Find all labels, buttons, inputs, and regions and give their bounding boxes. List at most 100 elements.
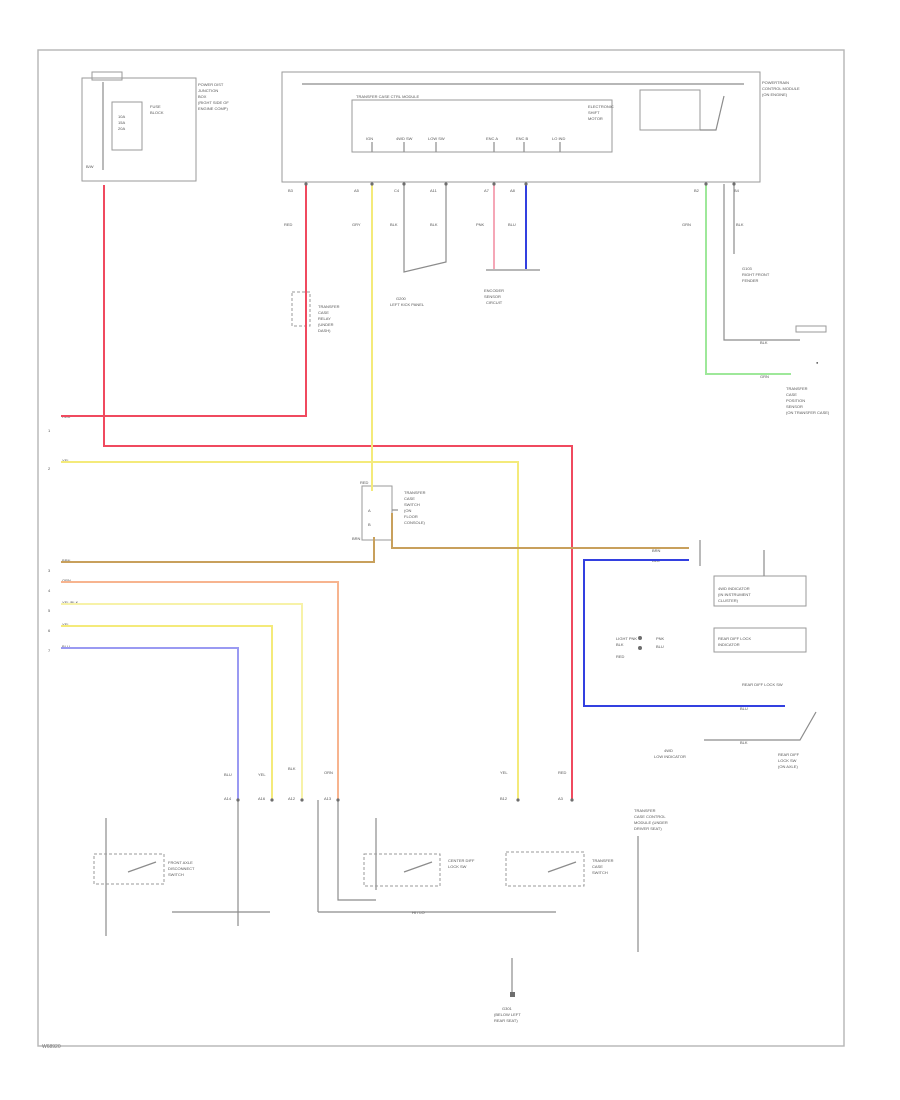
svg-text:BLU: BLU bbox=[62, 644, 70, 649]
svg-text:DISCONNECT: DISCONNECT bbox=[168, 866, 195, 871]
svg-text:RIGHT FRONT: RIGHT FRONT bbox=[742, 272, 770, 277]
svg-text:BLU: BLU bbox=[508, 222, 516, 227]
svg-text:BLK: BLK bbox=[760, 340, 768, 345]
svg-text:POWERTRAIN: POWERTRAIN bbox=[762, 80, 789, 85]
svg-text:BRN: BRN bbox=[352, 536, 361, 541]
svg-text:YEL: YEL bbox=[62, 622, 70, 627]
connector-dots bbox=[236, 182, 736, 802]
svg-text:CONTROL MODULE: CONTROL MODULE bbox=[762, 86, 800, 91]
svg-text:MOTOR: MOTOR bbox=[588, 116, 603, 121]
svg-text:LOW INDICATOR: LOW INDICATOR bbox=[654, 754, 686, 759]
svg-text:CASE: CASE bbox=[404, 496, 415, 501]
svg-text:(IN INSTRUMENT: (IN INSTRUMENT bbox=[718, 592, 751, 597]
svg-text:YEL: YEL bbox=[500, 770, 508, 775]
svg-text:(ON: (ON bbox=[404, 508, 411, 513]
svg-text:SWITCH: SWITCH bbox=[168, 872, 184, 877]
svg-text:CLUSTER): CLUSTER) bbox=[718, 598, 739, 603]
svg-text:CENTER DIFF: CENTER DIFF bbox=[448, 858, 475, 863]
svg-text:FUSE: FUSE bbox=[150, 104, 161, 109]
svg-text:BLU: BLU bbox=[656, 644, 664, 649]
svg-text:CASE CONTROL: CASE CONTROL bbox=[634, 814, 666, 819]
svg-text:FRONT AXLE: FRONT AXLE bbox=[168, 860, 193, 865]
svg-text:A5: A5 bbox=[354, 188, 360, 193]
svg-text:YEL/BLK: YEL/BLK bbox=[62, 600, 79, 605]
svg-text:LIGHT PNK: LIGHT PNK bbox=[616, 636, 637, 641]
svg-text:(ON ENGINE): (ON ENGINE) bbox=[762, 92, 788, 97]
wire-red-module bbox=[61, 183, 307, 417]
svg-text:A12: A12 bbox=[288, 796, 296, 801]
svg-text:3: 3 bbox=[48, 568, 51, 573]
svg-text:7: 7 bbox=[48, 648, 51, 653]
svg-text:POSITION: POSITION bbox=[786, 398, 805, 403]
wire-lavender bbox=[61, 647, 239, 799]
svg-text:●: ● bbox=[816, 360, 819, 365]
svg-text:BLU: BLU bbox=[224, 772, 232, 777]
svg-text:SWITCH: SWITCH bbox=[404, 502, 420, 507]
svg-text:ORN: ORN bbox=[62, 578, 71, 583]
svg-text:REAR SEAT): REAR SEAT) bbox=[494, 1018, 518, 1023]
svg-text:IGN: IGN bbox=[366, 136, 373, 141]
svg-text:(RIGHT SIDE OF: (RIGHT SIDE OF bbox=[198, 100, 229, 105]
svg-text:BLK: BLK bbox=[430, 222, 438, 227]
svg-text:GRN: GRN bbox=[760, 374, 769, 379]
svg-text:A14: A14 bbox=[224, 796, 232, 801]
svg-text:BLK: BLK bbox=[736, 222, 744, 227]
svg-text:G103: G103 bbox=[742, 266, 753, 271]
svg-text:(UNDER: (UNDER bbox=[318, 322, 334, 327]
svg-text:REAR DIFF: REAR DIFF bbox=[778, 752, 800, 757]
svg-text:RED: RED bbox=[284, 222, 293, 227]
wire-gray-bottom-3 bbox=[337, 800, 376, 901]
svg-text:PNK: PNK bbox=[656, 636, 665, 641]
svg-text:A7: A7 bbox=[484, 188, 490, 193]
svg-text:FENDER: FENDER bbox=[742, 278, 759, 283]
svg-text:B4: B4 bbox=[734, 188, 740, 193]
svg-text:1: 1 bbox=[48, 428, 51, 433]
wire-yellow-2 bbox=[61, 603, 303, 799]
svg-text:15A: 15A bbox=[118, 120, 125, 125]
svg-text:CIRCUIT: CIRCUIT bbox=[486, 300, 503, 305]
svg-text:G301: G301 bbox=[502, 1006, 513, 1011]
svg-text:A: A bbox=[368, 508, 371, 513]
svg-text:INDICATOR: INDICATOR bbox=[718, 642, 740, 647]
svg-text:20A: 20A bbox=[118, 126, 125, 131]
svg-text:DRIVER SEAT): DRIVER SEAT) bbox=[634, 826, 662, 831]
svg-text:ORN: ORN bbox=[324, 770, 333, 775]
svg-text:RED: RED bbox=[558, 770, 567, 775]
svg-text:BLK: BLK bbox=[740, 740, 748, 745]
svg-text:JUNCTION: JUNCTION bbox=[198, 88, 218, 93]
page-number: W68920 bbox=[42, 1044, 61, 1050]
svg-text:B/W: B/W bbox=[86, 164, 94, 169]
diagram-frame bbox=[37, 49, 845, 1047]
svg-text:A13: A13 bbox=[324, 796, 332, 801]
svg-text:5: 5 bbox=[48, 608, 51, 613]
svg-text:GRY: GRY bbox=[352, 222, 361, 227]
svg-text:A11: A11 bbox=[430, 188, 438, 193]
svg-text:4: 4 bbox=[48, 588, 51, 593]
svg-text:CASE: CASE bbox=[318, 310, 329, 315]
svg-text:POWER DIST: POWER DIST bbox=[198, 82, 224, 87]
svg-text:TRANSFER CASE CTRL MODULE: TRANSFER CASE CTRL MODULE bbox=[356, 94, 420, 99]
svg-text:A16: A16 bbox=[258, 796, 266, 801]
svg-text:4WD INDICATOR: 4WD INDICATOR bbox=[718, 586, 750, 591]
svg-text:TRANSFER: TRANSFER bbox=[592, 858, 614, 863]
svg-text:SENSOR: SENSOR bbox=[786, 404, 803, 409]
svg-text:ELECTRONIC: ELECTRONIC bbox=[588, 104, 614, 109]
svg-text:BLK: BLK bbox=[288, 766, 296, 771]
svg-text:DASH): DASH) bbox=[318, 328, 331, 333]
svg-text:HI / LO: HI / LO bbox=[412, 910, 425, 915]
wire-red-fuse bbox=[103, 185, 573, 799]
svg-text:YEL: YEL bbox=[258, 772, 266, 777]
svg-text:TRANSFER: TRANSFER bbox=[786, 386, 808, 391]
svg-text:LOCK SW: LOCK SW bbox=[448, 864, 467, 869]
svg-text:BRN: BRN bbox=[652, 548, 661, 553]
wire-blue-right bbox=[583, 559, 785, 707]
svg-text:GRN: GRN bbox=[682, 222, 691, 227]
